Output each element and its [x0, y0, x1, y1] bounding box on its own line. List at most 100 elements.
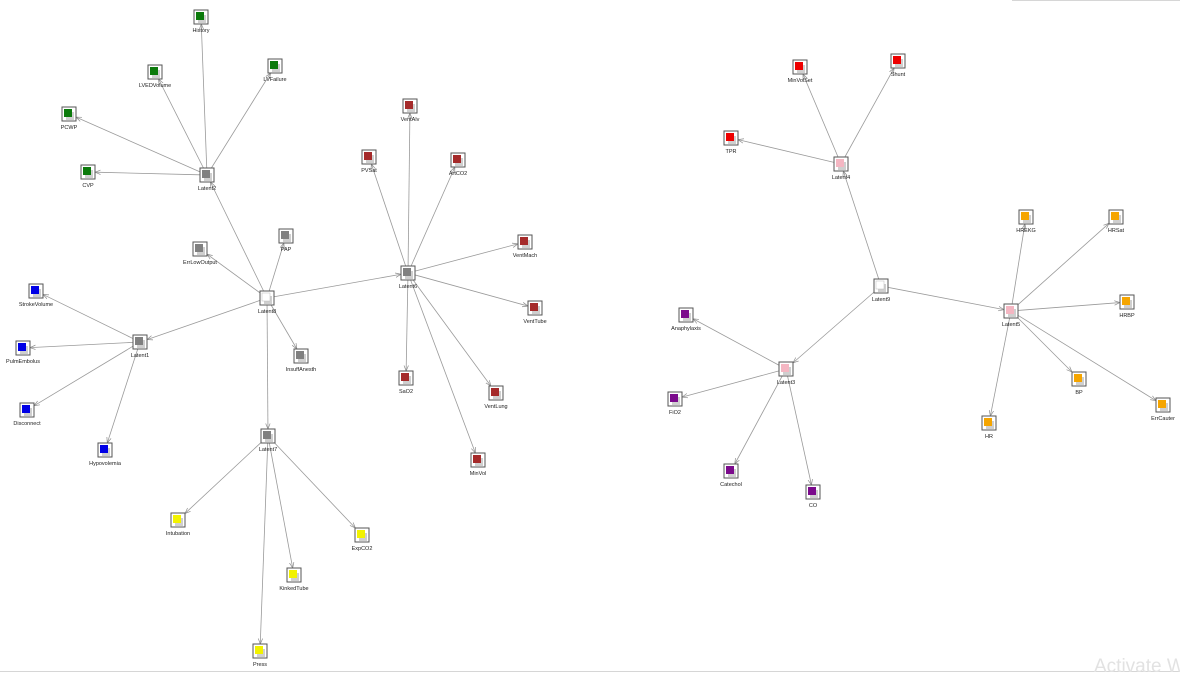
- edge-latent6-to-ventalv: [408, 113, 410, 267]
- node-ventmach[interactable]: VentMach: [513, 234, 537, 259]
- node-hypovolemia[interactable]: Hypovolemia: [89, 442, 122, 467]
- node-cvp[interactable]: CVP: [80, 164, 96, 189]
- node-lvedvolume[interactable]: LVEDVolume: [139, 64, 171, 89]
- edge-latent2-to-history: [201, 24, 208, 169]
- node-label: Latent6: [399, 284, 417, 290]
- node-tpr[interactable]: TPR: [723, 130, 739, 155]
- node-errlowoutput[interactable]: ErrLowOutput: [183, 241, 217, 266]
- node-label: CO: [809, 503, 818, 509]
- node-label: PCWP: [61, 125, 78, 131]
- node-lvfailure[interactable]: LVFailure: [263, 58, 287, 83]
- node-color-swatch: [405, 101, 413, 109]
- node-hrsat[interactable]: HRSat: [1108, 209, 1125, 234]
- node-intubation[interactable]: Intubation: [166, 512, 190, 537]
- node-color-swatch: [296, 351, 304, 359]
- node-label: Latent5: [1002, 322, 1020, 328]
- node-label: MinVolSet: [788, 78, 813, 84]
- node-color-swatch: [22, 405, 30, 413]
- node-label: Latent1: [131, 353, 149, 359]
- node-label: ErrLowOutput: [183, 260, 217, 266]
- node-artco2[interactable]: ArtCO2: [449, 152, 467, 177]
- edge-latent5-to-hrekg: [1011, 224, 1025, 305]
- bottom-divider: [0, 671, 1180, 672]
- node-sao2[interactable]: SaO2: [398, 370, 414, 395]
- node-latent3[interactable]: Latent3: [777, 361, 795, 386]
- edge-latent7-to-intubation: [185, 442, 262, 514]
- edge-latent1-to-disconnect: [34, 345, 134, 406]
- node-color-swatch: [401, 373, 409, 381]
- node-label: VentTube: [523, 319, 546, 325]
- node-color-swatch: [670, 394, 678, 402]
- node-color-swatch: [453, 155, 461, 163]
- node-label: StrokeVolume: [19, 302, 53, 308]
- node-label: BP: [1075, 390, 1083, 396]
- node-color-swatch: [681, 310, 689, 318]
- node-pvsat[interactable]: PVSat: [361, 149, 377, 174]
- node-label: InsuffAnesth: [286, 367, 316, 373]
- node-label: CVP: [82, 183, 94, 189]
- node-color-swatch: [893, 56, 901, 64]
- node-color-swatch: [1074, 374, 1082, 382]
- node-label: Latent9: [872, 297, 890, 303]
- node-errcauter[interactable]: ErrCauter: [1151, 397, 1175, 422]
- node-label: Catechol: [720, 482, 742, 488]
- node-label: HREKG: [1016, 228, 1036, 234]
- node-ventalv[interactable]: VentAlv: [401, 98, 420, 123]
- node-pulmembolus[interactable]: PulmEmbolus: [6, 340, 40, 365]
- node-minvolset[interactable]: MinVolSet: [788, 59, 813, 84]
- node-latent7[interactable]: Latent7: [259, 428, 277, 453]
- edge-latent7-to-press: [260, 442, 269, 644]
- node-ventlung[interactable]: VentLung: [484, 385, 508, 410]
- edge-latent5-to-hrsat: [1017, 223, 1109, 306]
- node-latent6[interactable]: Latent6: [399, 265, 417, 290]
- node-hr[interactable]: HR: [981, 415, 997, 440]
- node-insuffanesth[interactable]: InsuffAnesth: [286, 348, 316, 373]
- edge-latent6-to-artco2: [410, 167, 455, 267]
- node-kinkedtube[interactable]: KinkedTube: [279, 567, 309, 592]
- node-hrbp[interactable]: HRBP: [1119, 294, 1135, 319]
- node-bp[interactable]: BP: [1071, 371, 1087, 396]
- node-label: VentAlv: [401, 117, 420, 123]
- node-label: Intubation: [166, 531, 190, 537]
- edge-latent3-to-catechol: [735, 375, 783, 464]
- node-press[interactable]: Press: [252, 643, 268, 668]
- node-color-swatch: [270, 61, 278, 69]
- node-color-swatch: [403, 268, 411, 276]
- node-label: HR: [985, 434, 993, 440]
- node-pap[interactable]: PAP: [278, 228, 294, 253]
- edge-layer: [30, 24, 1156, 644]
- node-latent9[interactable]: Latent9: [872, 278, 890, 303]
- node-color-swatch: [173, 515, 181, 523]
- node-shunt[interactable]: Shunt: [890, 53, 906, 78]
- node-minvol[interactable]: MinVol: [470, 452, 487, 477]
- node-venttube[interactable]: VentTube: [523, 300, 547, 325]
- node-fio2[interactable]: FiO2: [667, 391, 683, 416]
- node-hrekg[interactable]: HREKG: [1016, 209, 1036, 234]
- node-pcwp[interactable]: PCWP: [61, 106, 78, 131]
- node-color-swatch: [31, 286, 39, 294]
- node-latent4[interactable]: Latent4: [832, 156, 850, 181]
- node-label: PulmEmbolus: [6, 359, 40, 365]
- edge-latent1-to-strokevolume: [43, 294, 134, 339]
- node-expco2[interactable]: ExpCO2: [352, 527, 373, 552]
- window-edge-strip: [1012, 0, 1180, 1]
- node-color-swatch: [726, 133, 734, 141]
- node-disconnect[interactable]: Disconnect: [13, 402, 41, 427]
- node-latent5[interactable]: Latent5: [1002, 303, 1020, 328]
- node-catechol[interactable]: Catechol: [720, 463, 742, 488]
- node-latent2[interactable]: Latent2: [198, 167, 216, 192]
- edge-latent8-to-errlowoutput: [207, 254, 261, 294]
- edge-latent6-to-minvol: [410, 279, 476, 453]
- node-anaphylaxis[interactable]: Anaphylaxis: [671, 307, 701, 332]
- edge-latent1-to-pulmembolus: [30, 341, 134, 347]
- node-color-swatch: [875, 280, 885, 290]
- node-history[interactable]: History: [192, 9, 210, 34]
- edge-latent9-to-latent5: [887, 286, 1004, 309]
- edge-latent2-to-pcwp: [76, 116, 201, 173]
- node-strokevolume[interactable]: StrokeVolume: [19, 283, 53, 308]
- node-label: Disconnect: [13, 421, 41, 427]
- node-latent1[interactable]: Latent1: [131, 334, 149, 359]
- node-co[interactable]: CO: [805, 484, 821, 509]
- edge-latent5-to-bp: [1017, 317, 1072, 372]
- node-latent8[interactable]: Latent8: [258, 290, 276, 315]
